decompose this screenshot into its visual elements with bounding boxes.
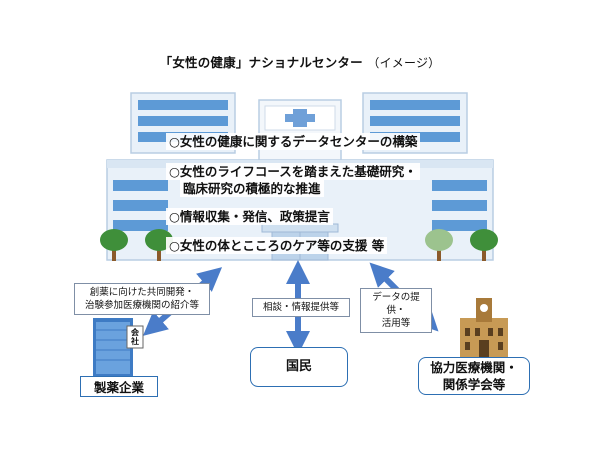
pharma-link-label: 創薬に向けた共同開発・ 治験参加医療機関の紹介等	[74, 283, 210, 315]
partner-link-label: データの提供・ 活用等	[360, 288, 432, 333]
university-building-icon	[460, 298, 508, 358]
tree-icon	[100, 229, 128, 261]
public-link-label: 相談・情報提供等	[252, 298, 350, 317]
function-info: ○情報収集・発信、政策提言	[166, 208, 333, 225]
node-partner: 協力医療機関・ 関係学会等	[418, 357, 530, 395]
node-public: 国民	[250, 347, 348, 387]
node-pharma: 製薬企業	[80, 376, 158, 397]
function-research-cont: 臨床研究の積極的な推進	[180, 180, 324, 197]
function-care: ○女性の体とこころのケア等の支援 等	[166, 237, 388, 254]
function-research: ○女性のライフコースを踏まえた基礎研究・	[166, 163, 420, 180]
office-building-icon	[93, 318, 144, 376]
diagram-title: 「女性の健康」ナショナルセンター （イメージ）	[0, 52, 600, 71]
tree-icon	[425, 229, 453, 261]
company-sign: 会社	[131, 328, 139, 346]
title-sub: （イメージ）	[367, 56, 441, 70]
title-main: 「女性の健康」ナショナルセンター	[159, 55, 363, 70]
tree-icon	[470, 229, 498, 261]
function-data-center: ○女性の健康に関するデータセンターの構築	[166, 133, 421, 150]
